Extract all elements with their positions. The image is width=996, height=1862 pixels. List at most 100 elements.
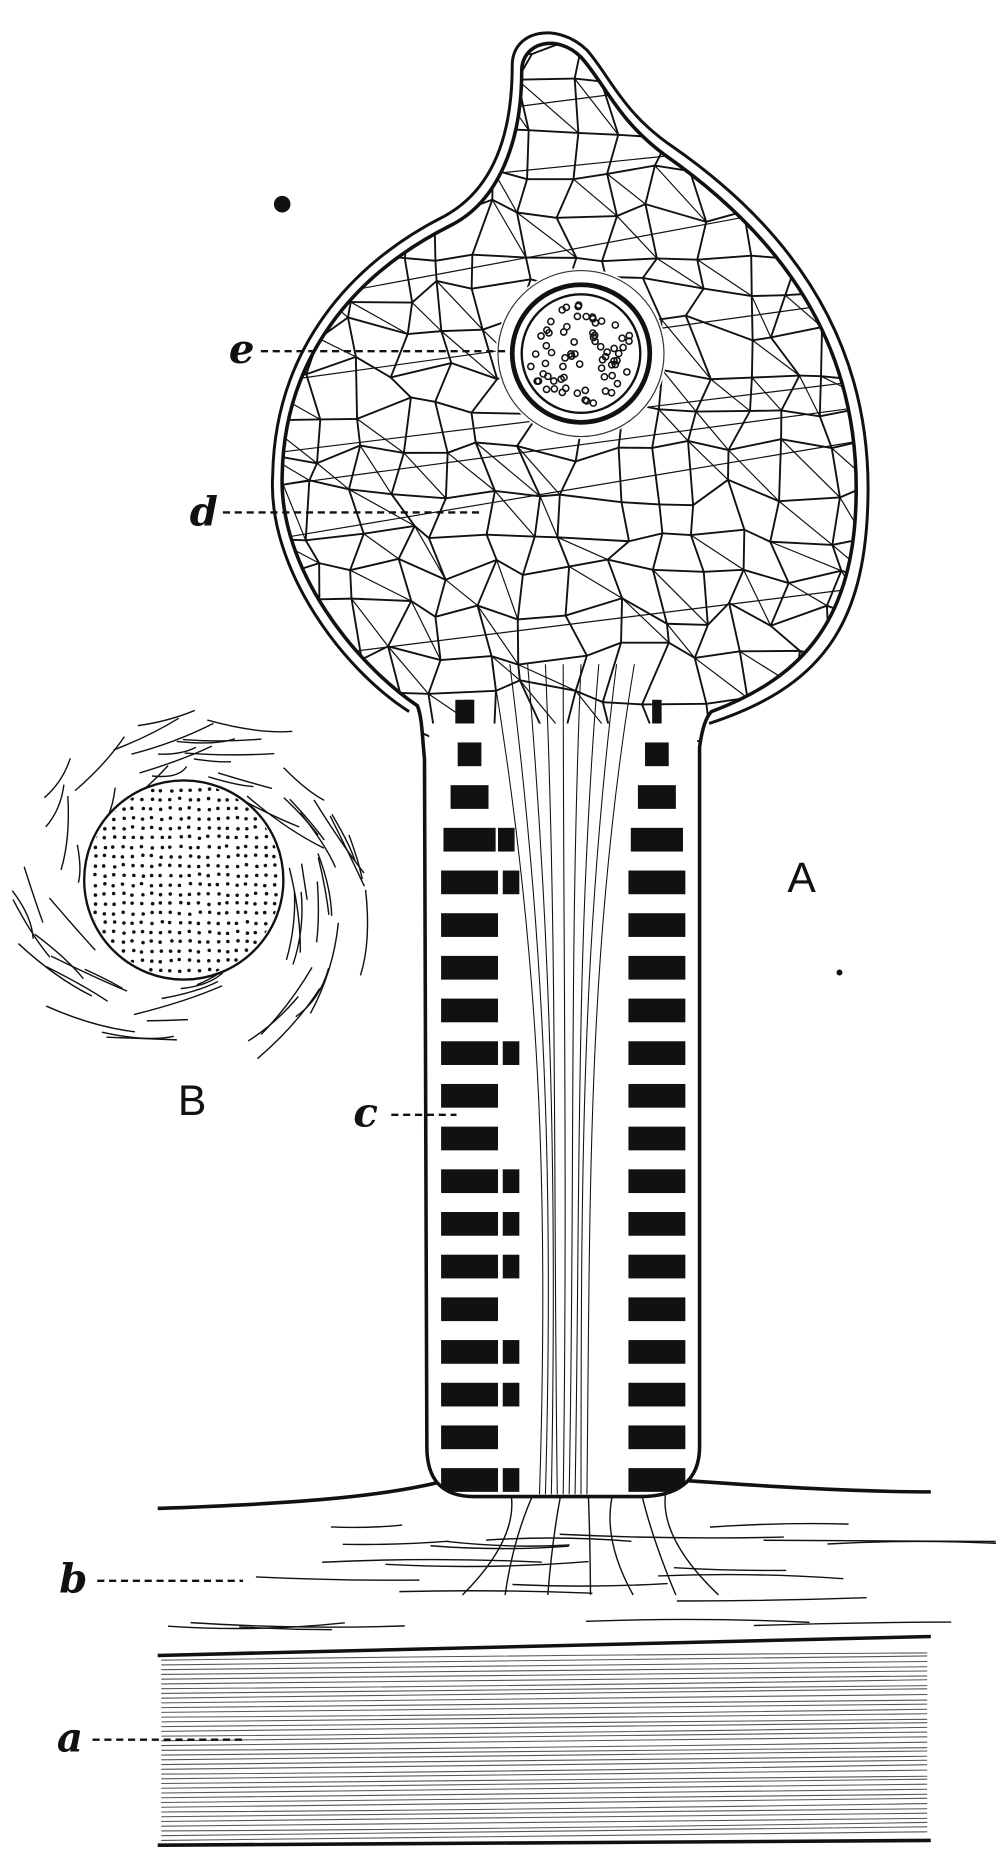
cell-wall — [282, 92, 287, 137]
dot — [236, 939, 240, 943]
dot — [149, 853, 154, 858]
cell-wall — [778, 72, 813, 87]
dot — [253, 853, 258, 857]
fiber — [309, 922, 340, 1014]
dot — [198, 910, 203, 914]
cell-wall — [306, 355, 357, 376]
dot — [129, 787, 134, 791]
cell-wall — [574, 77, 602, 83]
muscle-line — [161, 1778, 928, 1789]
cell-block — [628, 1126, 686, 1151]
muscle-line — [161, 1764, 928, 1775]
dot — [141, 892, 145, 897]
dot — [197, 940, 202, 944]
dot — [167, 863, 172, 868]
cell-wall — [403, 452, 447, 499]
cell-wall — [778, 73, 801, 125]
dot — [273, 967, 277, 972]
granule — [547, 348, 556, 357]
muscle-line — [161, 1708, 928, 1718]
cell-wall — [727, 410, 751, 451]
dot — [168, 949, 173, 953]
cell-wall — [411, 302, 442, 332]
cell-wall — [407, 330, 442, 335]
fiber — [285, 891, 296, 961]
cell-wall — [728, 84, 800, 125]
cell-wall — [517, 614, 566, 621]
cell-block — [450, 785, 489, 809]
cell-wall — [743, 569, 772, 627]
cell-wall — [750, 340, 754, 378]
cell-wall — [390, 493, 416, 527]
cell-wall — [476, 605, 493, 657]
dot — [245, 920, 250, 924]
cell-wall — [770, 294, 787, 338]
muscle-line — [161, 1655, 928, 1666]
cell-wall — [830, 447, 841, 498]
cell-wall — [687, 440, 729, 452]
cell-block — [498, 827, 515, 852]
cell-block — [455, 699, 472, 724]
cell-wall — [323, 74, 356, 86]
cell-wall — [491, 655, 521, 681]
dot — [197, 892, 201, 896]
dot — [217, 872, 221, 877]
fiber — [131, 722, 214, 755]
granule — [545, 329, 553, 337]
cell-block — [441, 1254, 498, 1279]
cell-wall — [491, 199, 527, 258]
cell-wall — [642, 702, 707, 706]
cell-wall — [355, 356, 392, 379]
cell-wall — [795, 685, 842, 727]
cell-wall — [282, 240, 318, 244]
cell-wall — [444, 452, 449, 499]
fiber — [300, 863, 308, 900]
cell-wall — [770, 604, 828, 627]
cell-wall — [794, 163, 836, 213]
cell-wall — [526, 130, 530, 180]
cell-wall — [575, 446, 619, 463]
granule — [557, 375, 566, 384]
cell-wall — [792, 163, 796, 215]
dot — [207, 967, 212, 972]
granule — [567, 350, 575, 358]
fiber — [113, 717, 180, 751]
cell-wall — [644, 203, 658, 259]
dot — [235, 864, 240, 869]
dot — [197, 807, 201, 812]
cell-wall — [820, 375, 857, 406]
fiber — [292, 891, 303, 965]
cell-wall — [470, 378, 498, 414]
cell-wall — [539, 496, 559, 538]
dot — [149, 864, 154, 869]
cell-wall — [387, 646, 402, 694]
muscle-line — [161, 1775, 928, 1785]
dot — [130, 854, 135, 859]
cell-wall — [728, 602, 741, 652]
cell-wall — [792, 214, 799, 260]
dot — [149, 873, 154, 878]
fiber — [260, 966, 313, 1036]
dot — [234, 921, 239, 926]
cell-wall — [525, 257, 532, 280]
cell-wall — [323, 159, 351, 178]
cell-block — [441, 1041, 498, 1065]
dot — [272, 798, 277, 803]
dot — [158, 901, 163, 905]
cell-wall — [498, 78, 518, 90]
cell-wall — [832, 691, 857, 746]
granule — [623, 368, 631, 376]
dot — [122, 827, 126, 831]
dot — [236, 845, 240, 850]
cell-wall — [831, 544, 843, 571]
fiber — [84, 968, 123, 990]
axial-fiber — [580, 664, 618, 1495]
dot — [179, 834, 184, 839]
cell-wall — [445, 489, 496, 500]
cell-wall — [397, 558, 413, 602]
cell-wall — [687, 411, 697, 442]
fiber — [289, 798, 325, 841]
cell-wall — [703, 287, 752, 297]
cell-block — [628, 1169, 686, 1194]
cell-wall — [642, 257, 658, 279]
